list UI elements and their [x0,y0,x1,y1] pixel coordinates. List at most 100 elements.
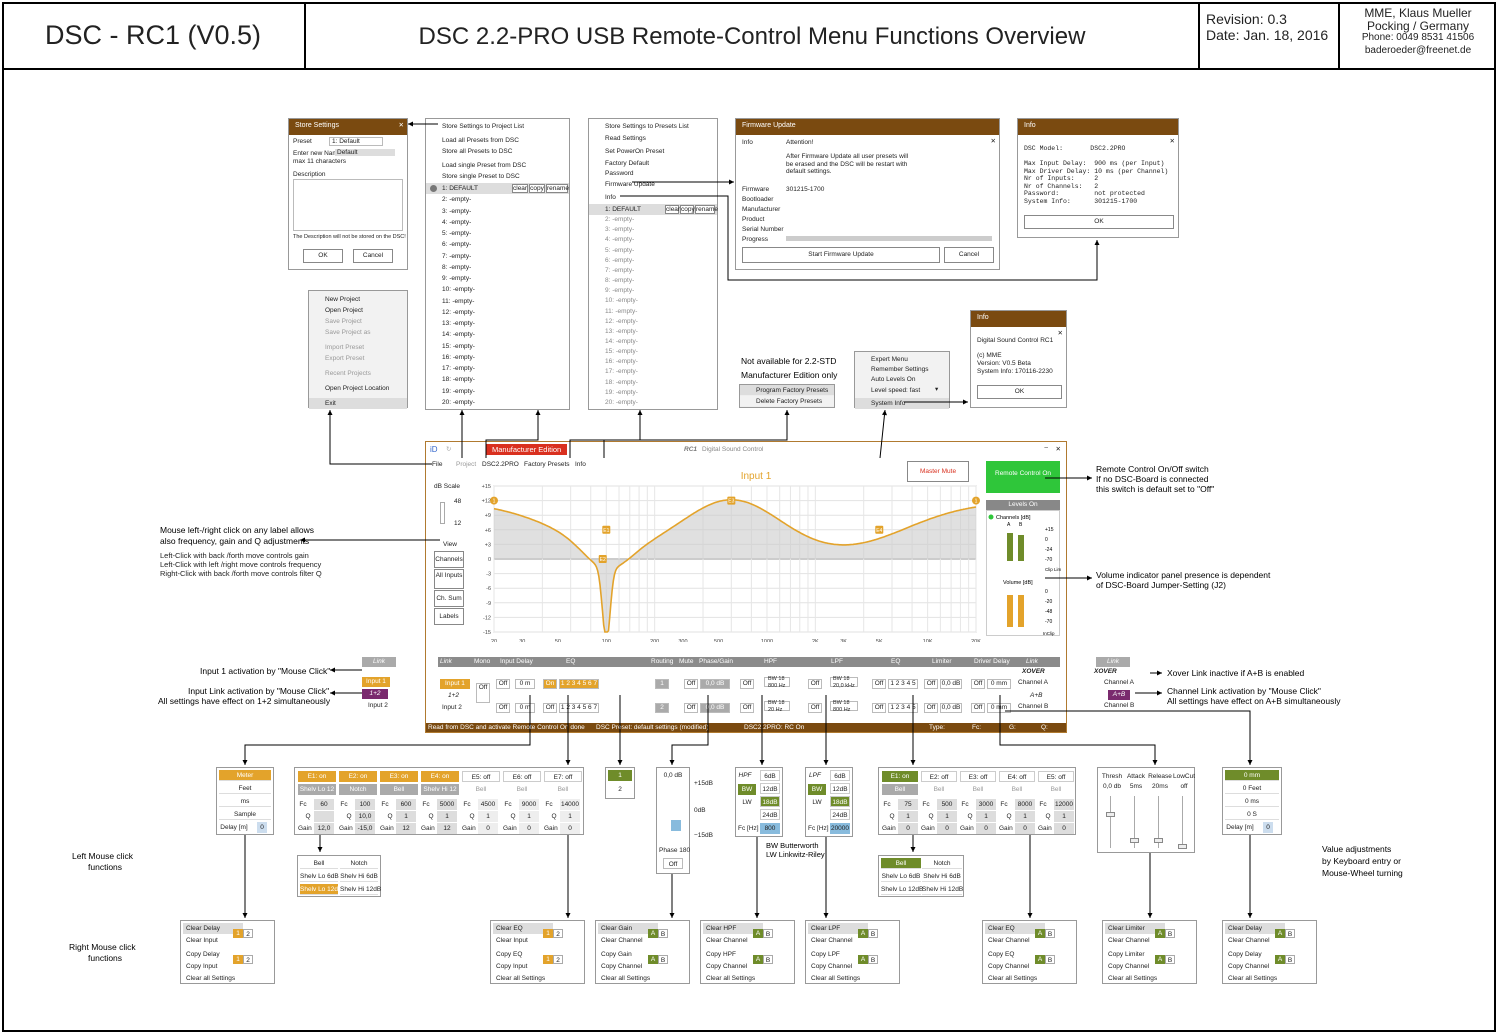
limiter-slider-handle[interactable] [1130,838,1139,843]
preset-row[interactable]: 17: -empty- [442,365,475,372]
rc-menu-item[interactable]: Copy EQ [988,951,1015,958]
eq-band-type[interactable]: Bell [882,784,918,795]
preset-row[interactable]: 3: -empty- [605,226,635,234]
rc-menu-item[interactable]: Clear HPF [703,923,763,934]
delay-off[interactable]: Off [496,703,510,713]
eq-bands[interactable]: 1 2 3 4 5 6 7 [559,703,599,713]
fc-value[interactable]: 4500 [478,799,498,810]
cancel-button[interactable]: Cancel [944,247,994,263]
mute-button[interactable]: Off [684,679,698,689]
q-value[interactable] [314,811,334,822]
view-button[interactable]: All Inputs [434,569,464,589]
gain-value[interactable]: 0 [898,823,918,834]
preset-row[interactable]: 5: -empty- [605,246,635,254]
preset-row[interactable]: 1: DEFAULT [426,183,569,194]
limiter-off[interactable]: Off [924,679,938,689]
rc-option-B[interactable]: B [868,929,878,938]
hpf-bw[interactable]: BW [738,784,756,795]
file-menu-item[interactable]: Open Project Location [325,385,390,392]
lpf-slope-option[interactable]: 18dB [830,796,850,807]
gain-value[interactable]: 12 [437,823,457,834]
preset-row[interactable]: 9: -empty- [605,287,635,295]
eq-handle-label[interactable]: E4 [876,528,882,534]
q-value[interactable]: 1 [976,811,996,822]
gain-value[interactable]: 0 [478,823,498,834]
preset-row[interactable]: 12: -empty- [605,317,638,325]
rc-menu-item[interactable]: Clear Channel [1228,937,1270,944]
dsc-menu-item[interactable]: Firmware Update [605,181,655,188]
preset-row[interactable]: 13: -empty- [605,327,638,335]
cancel-button[interactable]: Cancel [353,249,393,263]
routing-option-1[interactable]: 1 [608,770,632,781]
preset-row[interactable]: 16: -empty- [605,358,638,366]
hpf-slope-option[interactable]: 18dB [760,796,780,807]
delete-factory-presets[interactable]: Delete Factory Presets [740,396,834,407]
eq-band-header[interactable]: E3: off [960,771,996,782]
eq2-bands[interactable]: 1 2 3 4 5 [888,679,918,689]
rc-option-A[interactable]: A [648,955,658,964]
rc-option-A[interactable]: A [648,929,658,938]
rc-option-2[interactable]: 2 [553,955,563,964]
ok-button[interactable]: OK [977,385,1062,399]
eq-handle[interactable] [490,496,498,505]
preset-row[interactable]: 2: -empty- [605,216,635,224]
eq-type-option[interactable]: Shelv Hi 12dB [922,886,964,895]
eq-band-type[interactable]: Bell [972,786,984,793]
preset-row[interactable]: 16: -empty- [442,353,475,361]
eq-band-header[interactable]: E2: on [339,771,377,782]
info-menu-item[interactable]: Auto Levels On [871,376,916,383]
limiter-slider-handle[interactable] [1106,812,1115,817]
q-value[interactable]: 10,0 [355,811,375,822]
lpf-set[interactable] [830,677,858,687]
slider-handle[interactable] [671,820,681,831]
rc-menu-item[interactable]: Copy HPF [706,951,736,958]
eq-band-header[interactable]: E3: on [380,771,418,782]
eq-handle-label[interactable]: 1 [975,499,978,505]
lpf-fc-input[interactable]: 20000 [830,823,850,834]
gain-value[interactable]: -15,0 [355,823,375,834]
preset-row[interactable]: 6: -empty- [442,241,472,249]
rc-menu-item[interactable]: Clear EQ [985,923,1045,934]
gain-value[interactable]: 0 [1015,823,1035,834]
delay-unit-option[interactable]: Sample [219,809,271,820]
driver-delay-option[interactable]: 0 ms [1225,796,1279,807]
preset-row[interactable]: 15: -empty- [442,342,475,350]
eq-handle[interactable] [602,525,611,534]
limiter-value[interactable]: 0,0 dB [940,703,962,713]
rc-option-B[interactable]: B [1285,955,1295,964]
lpf-lw[interactable]: LW [812,799,822,806]
preset-row[interactable]: 9: -empty- [442,275,472,282]
preset-row[interactable]: 3: -empty- [442,207,472,215]
hpf-set[interactable] [764,701,790,711]
gain-value[interactable]: 0,0 dB [700,703,730,713]
view-button[interactable]: Labels [434,608,464,625]
gain-value[interactable]: 0 [560,823,580,834]
driver-delay-off[interactable]: Off [971,679,985,689]
fc-value[interactable]: 14000 [560,799,580,810]
preset-row[interactable]: 10: -empty- [442,286,475,294]
rc-menu-item[interactable]: Clear Channel [706,937,748,944]
preset-row[interactable]: 15: -empty- [605,348,638,356]
eq-type-option[interactable]: Shelv Lo 6dB [881,873,921,882]
eq-type-option[interactable]: Notch [922,858,962,869]
rc-option-A[interactable]: A [753,955,763,964]
rc-option-B[interactable]: B [1045,929,1055,938]
refresh-icon[interactable]: ↻ [446,446,452,453]
preset-row[interactable]: 6: -empty- [605,256,635,264]
rc-option-A[interactable]: A [1035,929,1045,938]
hpf-slope-option[interactable]: 12dB [760,783,780,794]
preset-clear-button[interactable]: clear [665,205,681,214]
dsc-menu-item[interactable]: Factory Default [605,160,650,167]
info-menu-item[interactable]: Expert Menu [871,356,908,363]
preset-row[interactable]: 14: -empty- [605,337,638,345]
close-icon[interactable]: ✕ [1055,446,1061,453]
gain-value[interactable]: 0,0 dB [700,679,730,689]
driver-delay-option[interactable]: 0 mm [1225,770,1279,781]
eq-type-option[interactable]: Shelv Hi 12dB [340,886,382,895]
rc-menu-item[interactable]: Copy Delay [186,951,220,958]
lpf-off[interactable]: Off [808,703,822,713]
preset-select[interactable]: 1: Default [329,137,383,146]
rc-menu-item[interactable]: Copy Channel [988,963,1030,970]
rc-menu-item[interactable]: Clear Gain [598,923,658,934]
